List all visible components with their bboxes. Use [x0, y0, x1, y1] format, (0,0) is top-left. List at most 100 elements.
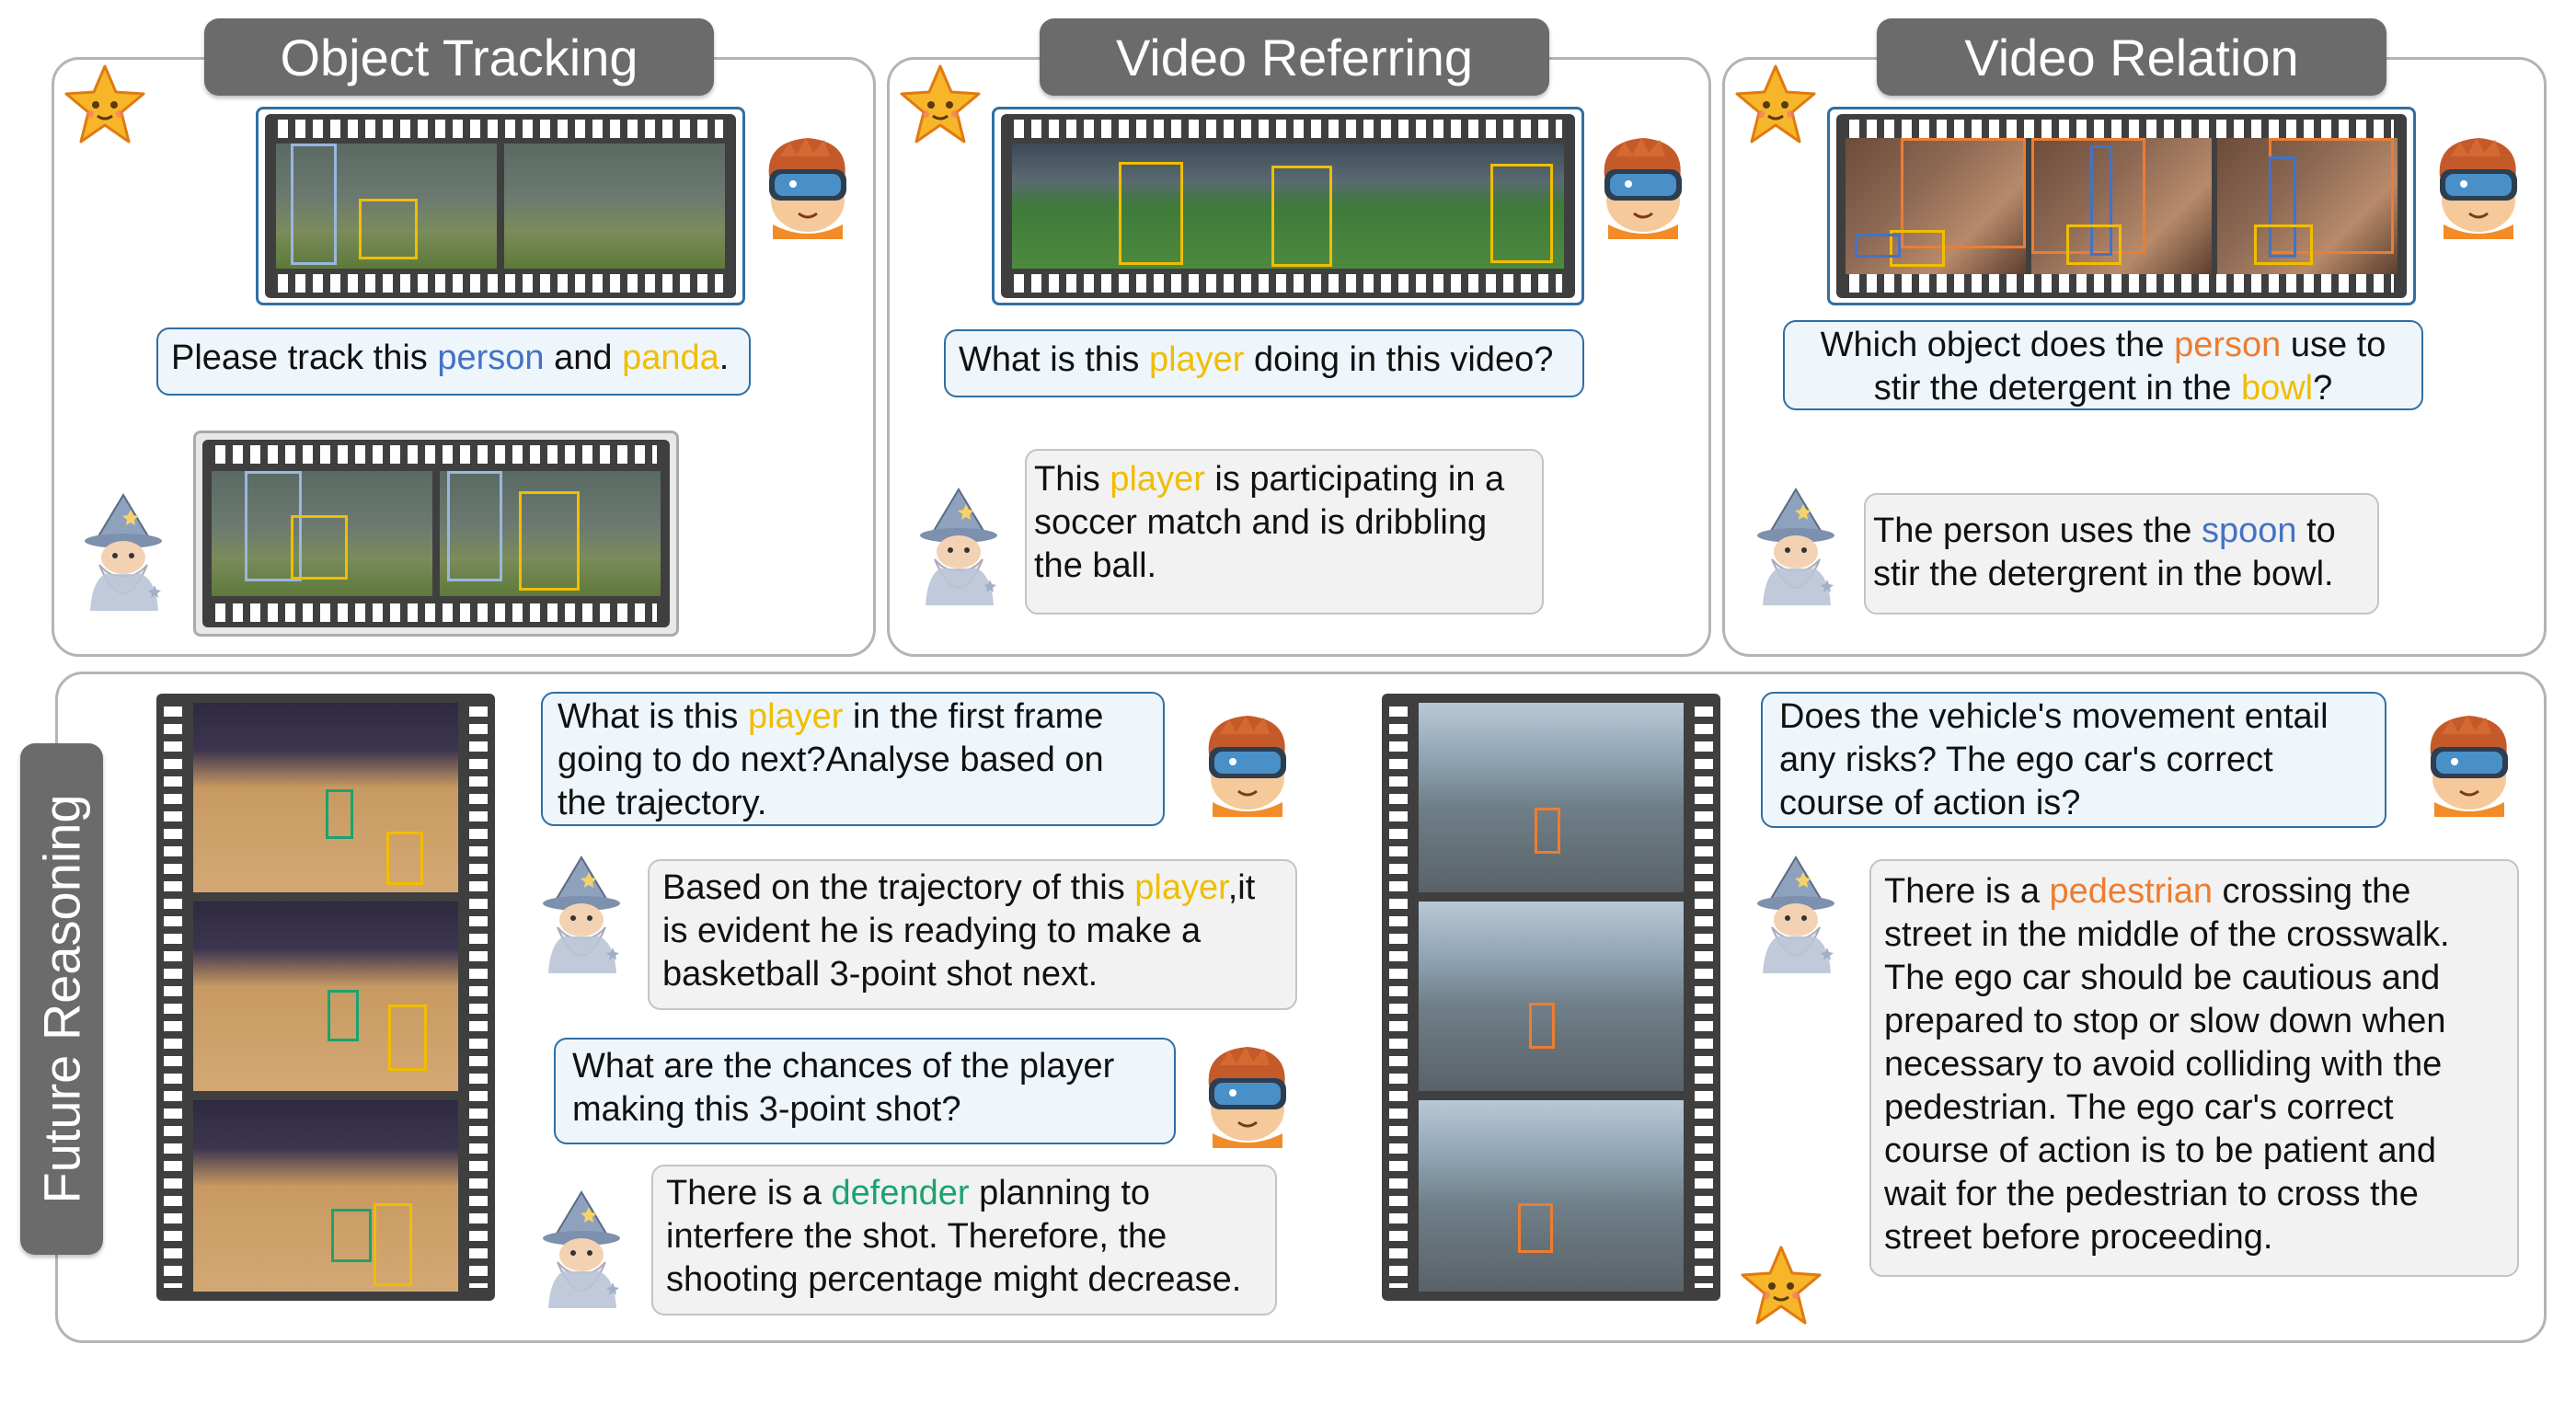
- basketball-question-1: What is this player in the first frame g…: [541, 692, 1165, 826]
- panda-bbox: [291, 515, 348, 580]
- text: Which object does the: [1820, 326, 2175, 364]
- tracking-output-film: [202, 440, 670, 627]
- driving-frame-2: [1419, 902, 1684, 1091]
- person-bbox: [291, 144, 337, 265]
- driving-question: Does the vehicle's movement entail any r…: [1761, 692, 2386, 828]
- basketball-film: [156, 694, 495, 1301]
- defender-bbox: [326, 789, 353, 839]
- player-word: player: [1134, 868, 1228, 907]
- panda-bbox: [359, 199, 418, 259]
- wizard-icon: [84, 494, 163, 612]
- text: is participating in a soccer match and i…: [1034, 460, 1505, 585]
- spoon-bbox: [2090, 145, 2112, 256]
- star-icon: [1735, 64, 1816, 144]
- player-bbox: [386, 832, 423, 885]
- pedestrian-bbox: [1535, 808, 1560, 854]
- vr-user-icon: [2438, 136, 2519, 239]
- relation-film-frame: [1827, 107, 2416, 305]
- person-word: person: [437, 339, 545, 377]
- referring-question: What is this player doing in this video?: [944, 329, 1584, 397]
- tracking-frame-2: [504, 144, 725, 269]
- text: Please track this: [171, 339, 438, 377]
- vr-user-icon: [1603, 136, 1684, 239]
- player-word: player: [1148, 340, 1245, 379]
- driving-frame-1: [1419, 703, 1684, 892]
- bowl-word: bowl: [2240, 369, 2314, 408]
- text: What is this: [959, 340, 1149, 379]
- person-bbox: [2031, 138, 2145, 254]
- tracking-input-film: [265, 114, 736, 298]
- defender-bbox: [331, 1209, 372, 1262]
- tracking-result-frame-2: [440, 471, 661, 596]
- star-icon: [64, 64, 145, 144]
- basketball-answer-2: There is a defender planning to interfer…: [651, 1165, 1277, 1315]
- referring-film-frame: [992, 107, 1584, 305]
- text: There is a: [666, 1174, 832, 1212]
- basketball-answer-1: Based on the trajectory of this player,i…: [648, 859, 1297, 1010]
- text: This: [1034, 460, 1110, 499]
- driving-frame-3: [1419, 1100, 1684, 1292]
- vr-user-icon: [2429, 714, 2510, 817]
- bowl-bbox: [2254, 224, 2313, 265]
- pedestrian-bbox: [1529, 1003, 1555, 1049]
- wizard-icon: [542, 856, 621, 974]
- text: ,it is evident he is readying to make a …: [662, 868, 1256, 994]
- basketball-frame-2: [193, 902, 458, 1091]
- relation-frame-1: [1846, 138, 2026, 274]
- star-icon: [1741, 1246, 1822, 1325]
- pedestrian-bbox: [1518, 1203, 1553, 1253]
- video-relation-title: Video Relation: [1877, 18, 2386, 96]
- wizard-icon: [919, 488, 998, 606]
- text: There is a: [1884, 872, 2050, 911]
- relation-question: Which object does the person use to stir…: [1783, 320, 2423, 410]
- vr-user-icon: [1207, 1045, 1288, 1148]
- future-reasoning-title: Future Reasoning: [32, 794, 91, 1204]
- player-word: player: [1110, 460, 1205, 499]
- text: The person uses the: [1873, 511, 2202, 550]
- person-bbox: [245, 471, 302, 581]
- person-bbox: [447, 471, 502, 581]
- video-referring-title: Video Referring: [1040, 18, 1549, 96]
- referring-answer: This player is participating in a soccer…: [1025, 449, 1544, 615]
- panda-word: panda: [622, 339, 719, 377]
- wizard-icon: [542, 1191, 621, 1309]
- object-tracking-title: Object Tracking: [204, 18, 714, 96]
- vr-user-icon: [1207, 714, 1288, 817]
- player-bbox: [374, 1203, 412, 1286]
- person-bbox: [1901, 138, 2026, 248]
- player-bbox: [1119, 162, 1183, 265]
- player-bbox: [1490, 164, 1553, 263]
- text: doing in this video?: [1244, 340, 1554, 379]
- future-reasoning-title-tab: Future Reasoning: [20, 743, 103, 1255]
- vr-user-icon: [767, 136, 848, 239]
- bowl-bbox: [2066, 224, 2122, 265]
- relation-film: [1836, 114, 2407, 298]
- wizard-icon: [1756, 856, 1835, 974]
- text: ?: [2313, 369, 2333, 408]
- referring-film: [1001, 114, 1575, 298]
- player-word: player: [747, 697, 844, 736]
- panda-bbox: [519, 491, 580, 591]
- driving-answer: There is a pedestrian crossing the stree…: [1869, 859, 2519, 1277]
- spoon-bbox: [2269, 156, 2296, 258]
- driving-film: [1382, 694, 1720, 1301]
- text: in the first frame going to do next?Anal…: [558, 697, 1104, 822]
- text: and: [544, 339, 623, 377]
- text: planning to interfere the shot. Therefor…: [666, 1174, 1242, 1299]
- tracking-question: Please track this person and panda.: [156, 327, 751, 396]
- basketball-question-2: What are the chances of the player makin…: [554, 1038, 1176, 1144]
- basketball-frame-1: [193, 703, 458, 892]
- wizard-icon: [1756, 488, 1835, 606]
- tracking-frame-1: [276, 144, 497, 269]
- spoon-word: spoon: [2202, 511, 2297, 550]
- relation-frame-3: [2217, 138, 2398, 274]
- relation-answer: The person uses the spoon to stir the de…: [1864, 493, 2379, 615]
- text: to stir the detergrent in the bowl.: [1873, 511, 2336, 593]
- text: What is this: [558, 697, 748, 736]
- basketball-frame-3: [193, 1100, 458, 1292]
- text: Based on the trajectory of this: [662, 868, 1135, 907]
- star-icon: [900, 64, 981, 144]
- text: use to stir the detergent in the: [1873, 326, 2386, 408]
- defender-word: defender: [831, 1174, 970, 1212]
- player-bbox: [1271, 166, 1332, 267]
